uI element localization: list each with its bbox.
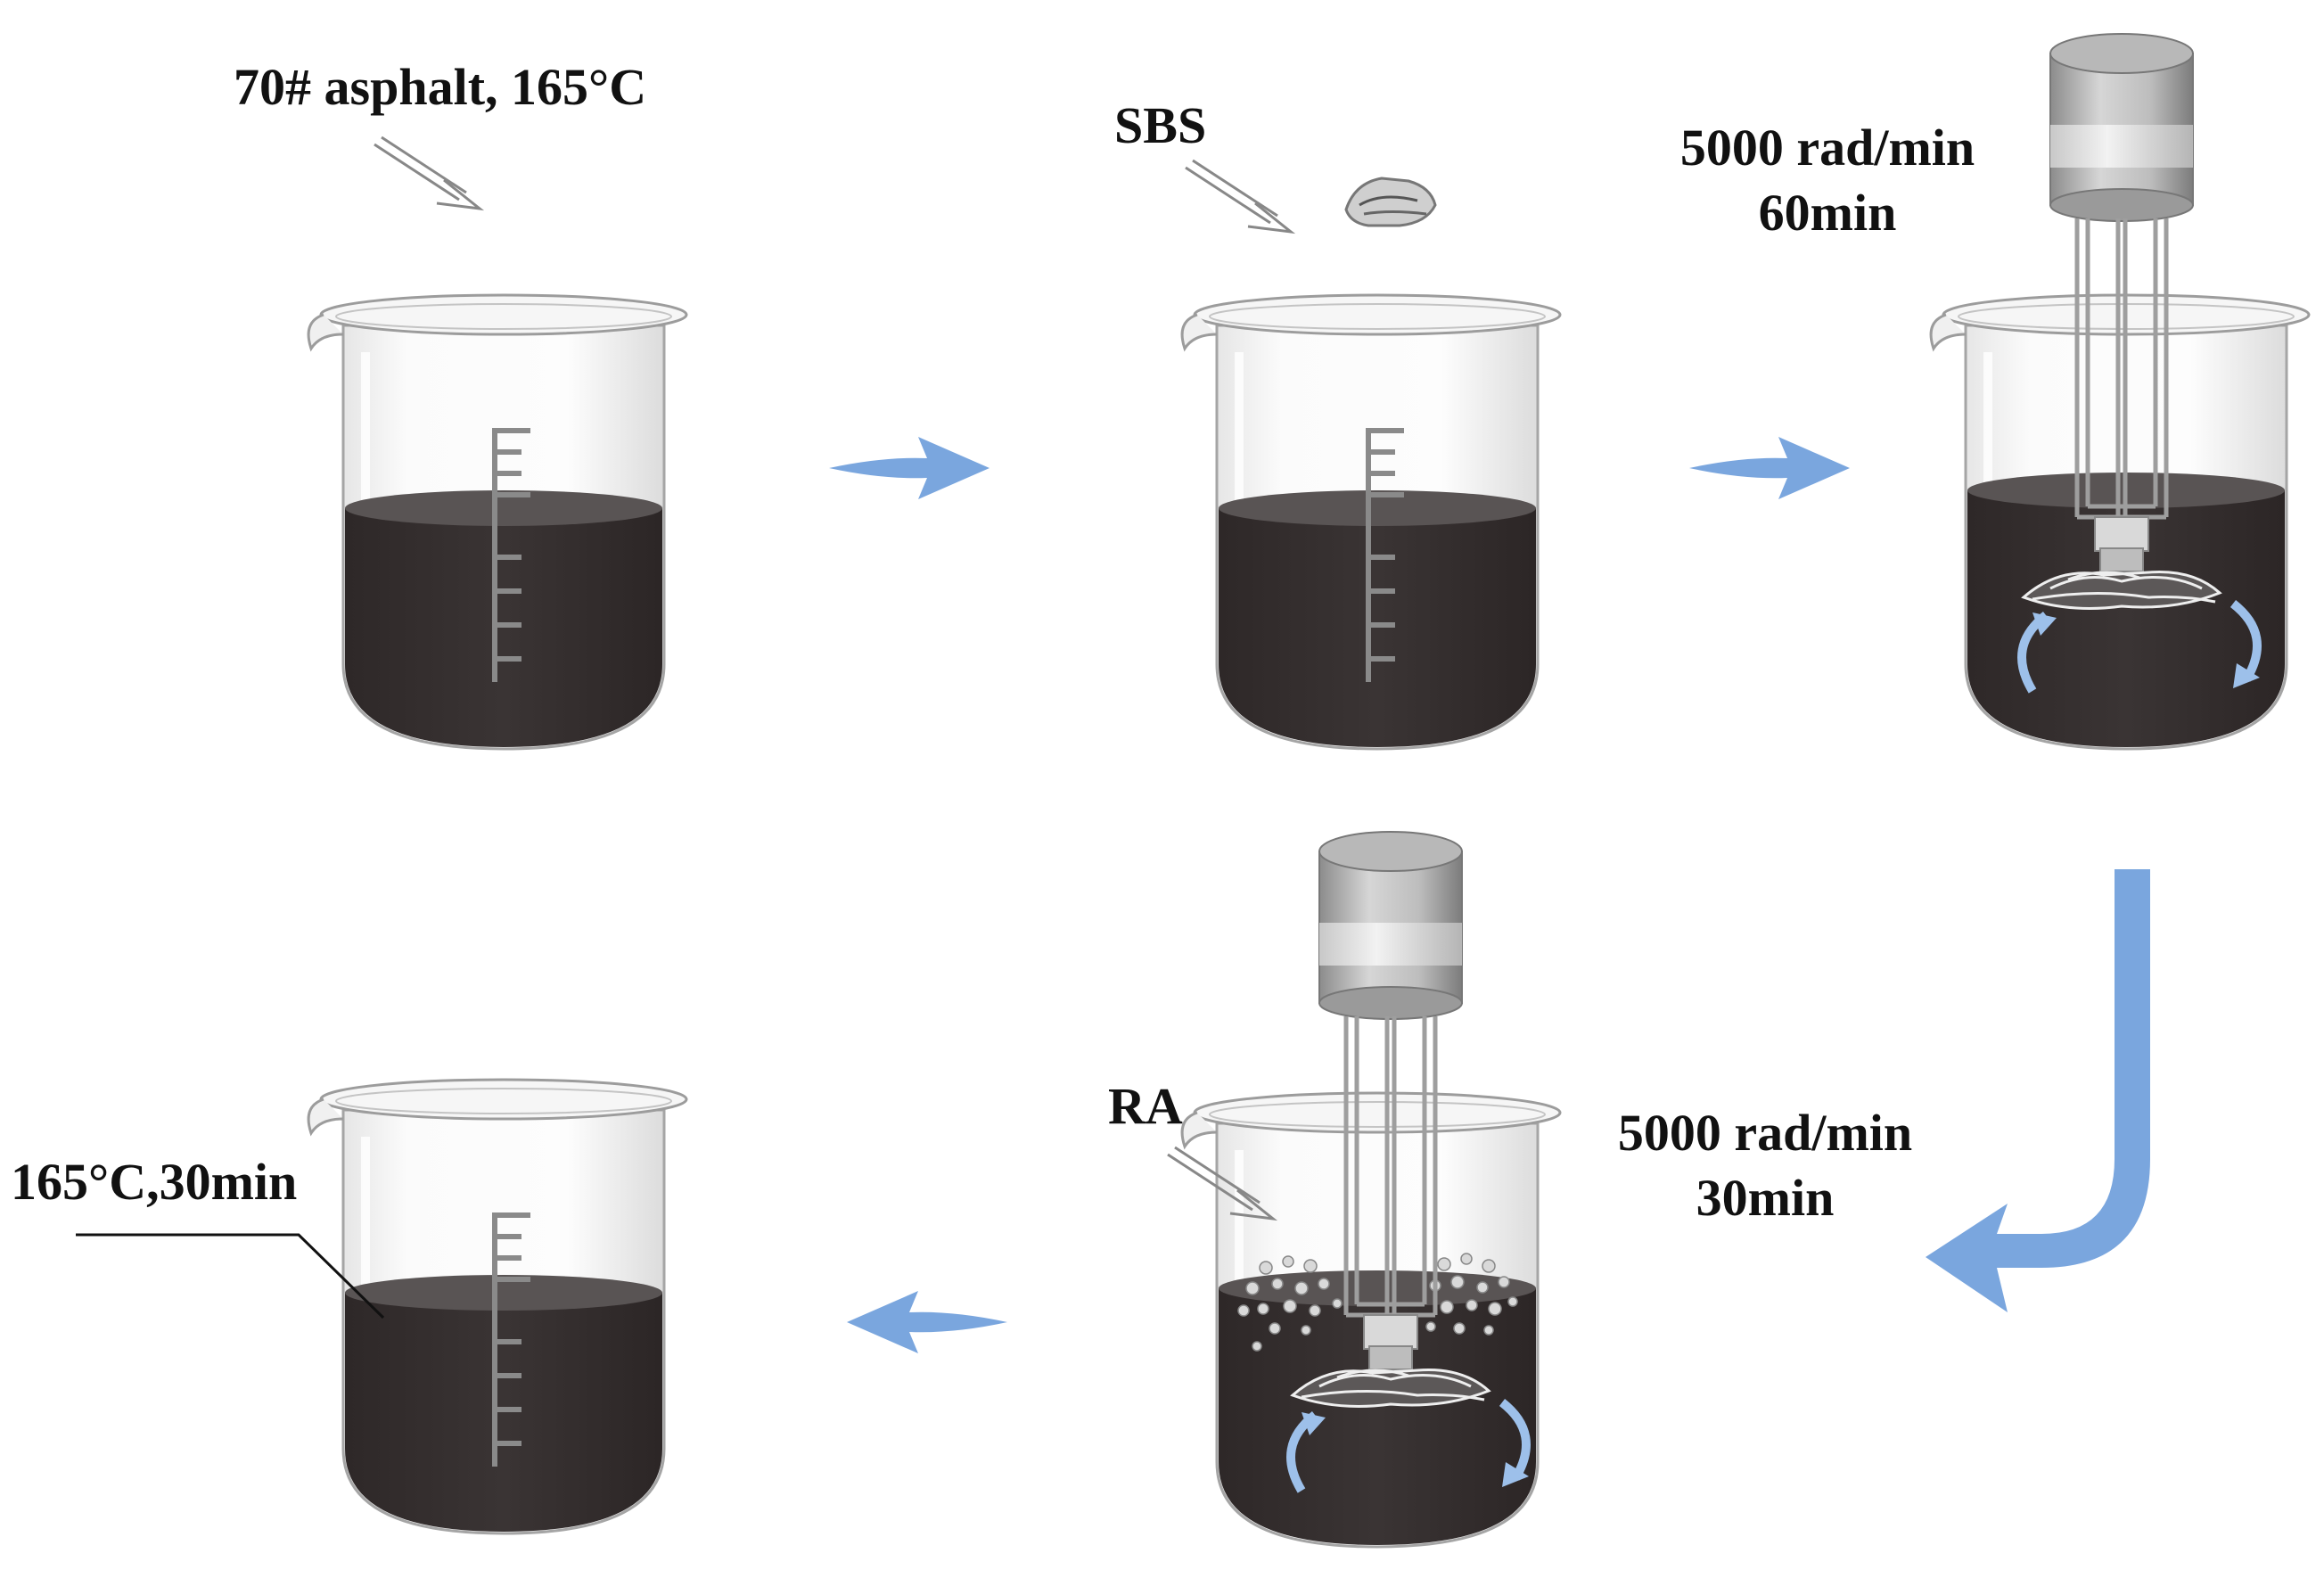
sbs-pellet: [1344, 177, 1437, 227]
label-asphalt: 70# asphalt, 165°C: [234, 58, 647, 116]
beaker-5: [307, 1078, 688, 1535]
label-sbs: SBS: [1114, 96, 1207, 154]
beaker-1: [307, 293, 688, 751]
label-ra: RA: [1108, 1077, 1183, 1135]
flow-arrow-turn: [1926, 869, 2150, 1312]
flow-arrow-1: [829, 437, 990, 499]
flow-arrow-2: [1689, 437, 1850, 499]
pointer-arrow-asphalt: [373, 136, 481, 210]
time-2-value: 30min: [1696, 1168, 1835, 1227]
beaker-2: [1180, 293, 1562, 751]
pointer-arrow-sbs: [1184, 159, 1293, 234]
label-speed-1: 5000 rad/min 60min: [1649, 116, 2006, 245]
leader-line-condition: [76, 1233, 385, 1319]
label-condition: 165°C,30min: [11, 1153, 298, 1211]
time-1-value: 60min: [1758, 183, 1897, 242]
speed-1-value: 5000 rad/min: [1679, 119, 1975, 177]
label-speed-2: 5000 rad/min 30min: [1587, 1101, 1943, 1230]
flow-arrow-3: [847, 1291, 1007, 1353]
speed-2-value: 5000 rad/min: [1617, 1104, 1913, 1162]
